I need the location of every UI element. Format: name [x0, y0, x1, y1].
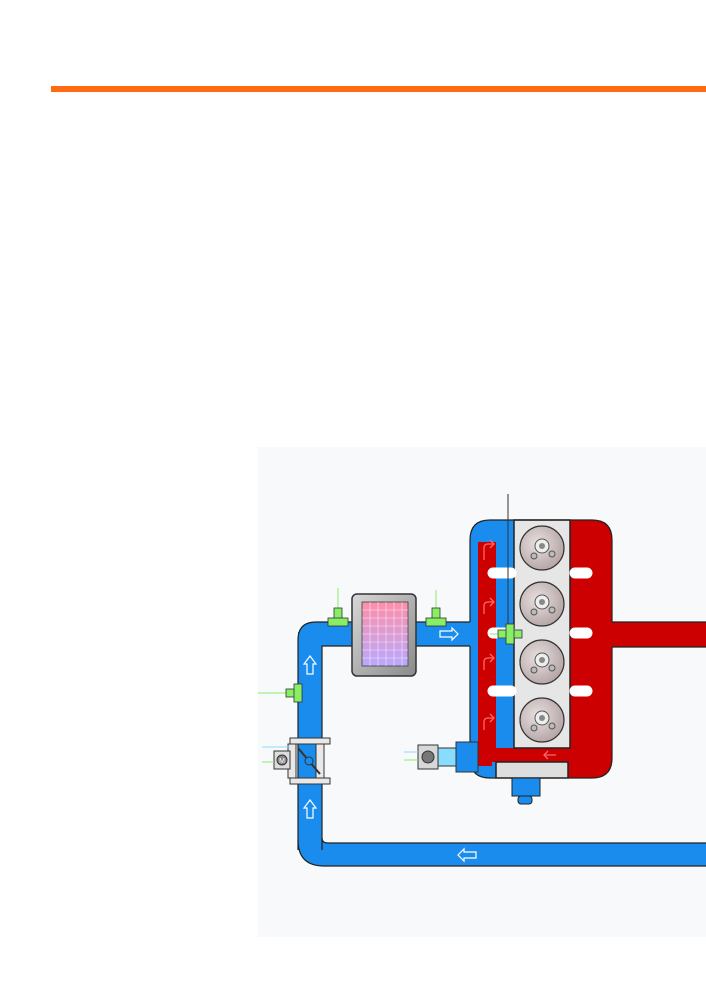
inner-hot-channel: [478, 542, 578, 762]
engine-base: [495, 761, 569, 779]
temperature-sensor-icon: [490, 494, 523, 645]
flow-arrow-icon: [543, 750, 556, 760]
cold-pipe-bottom: [298, 837, 706, 866]
flow-arrow-icon: [439, 626, 459, 642]
cylinder-icon: [519, 525, 565, 571]
cylinder-icon: [519, 639, 565, 685]
flow-arrow-icon: [483, 713, 495, 730]
actuator-icon: M: [273, 750, 291, 770]
thermostat-valve-icon: M: [262, 737, 331, 785]
cylinder-icon: [519, 581, 565, 627]
cold-pipe-corner-top-left: [298, 622, 322, 646]
cylinder-icon: [519, 697, 565, 743]
flow-arrow-icon: [483, 597, 495, 614]
flow-arrow-icon: [302, 655, 318, 675]
engine-block: [487, 519, 593, 805]
temperature-sensor-icon: [327, 588, 349, 627]
water-pump-icon: [404, 741, 479, 773]
hot-flow-arrows: [483, 539, 556, 760]
temperature-sensor-icon: [425, 590, 447, 627]
flow-arrow-icon: [483, 653, 495, 670]
cylinders: [519, 525, 565, 743]
flow-arrow-icon: [483, 539, 495, 560]
svg-text:M: M: [279, 758, 285, 765]
pipe-outlines: [297, 519, 706, 867]
temperature-sensors: [258, 494, 523, 703]
flow-arrow-icon: [302, 799, 318, 819]
pump-pulley: [511, 777, 541, 805]
header-rule: [51, 86, 706, 92]
flow-arrow-icon: [457, 847, 477, 863]
radiator-icon: [351, 593, 417, 677]
temperature-sensor-icon: [258, 683, 303, 703]
engine-hot-jacket: [568, 520, 706, 778]
flow-arrows: [302, 626, 477, 863]
